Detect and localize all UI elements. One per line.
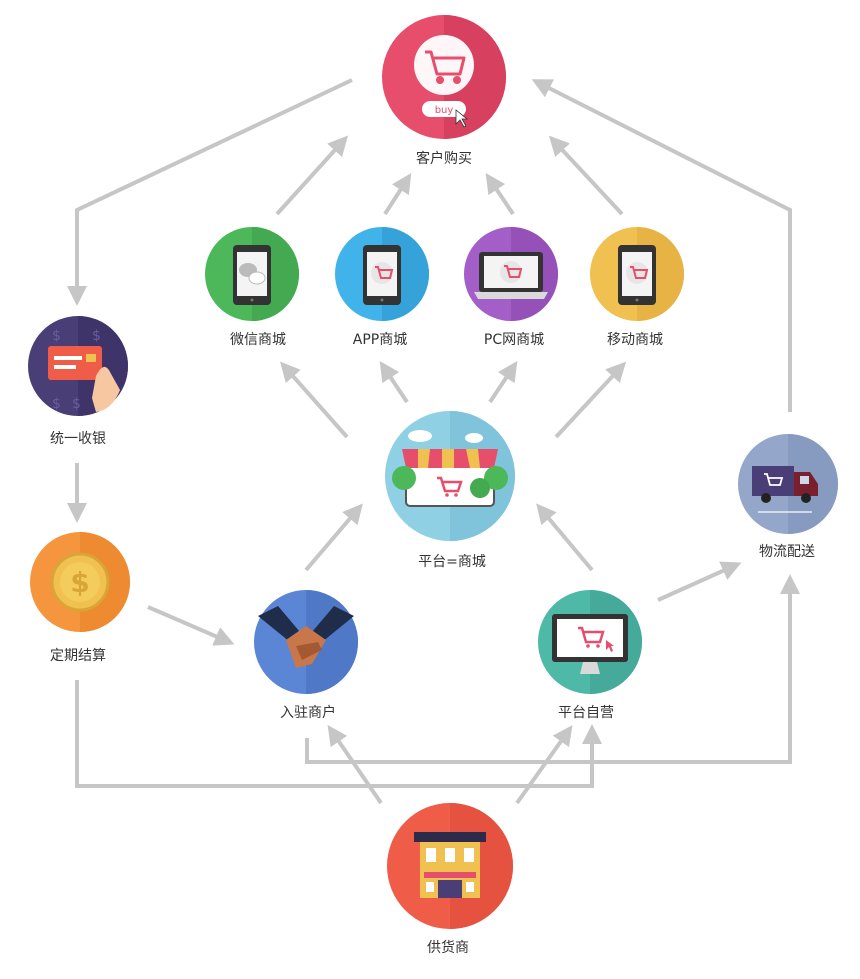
building-icon xyxy=(414,832,486,898)
dollar-pattern: $ $ $ $ xyxy=(52,328,101,412)
arrow-self-to-logistics xyxy=(657,561,742,602)
mobile-mall-label: 移动商城 xyxy=(607,332,663,348)
arrow-wechat-to-customer xyxy=(275,135,349,216)
cursor-icon xyxy=(455,109,469,128)
supplier-label: 供货商 xyxy=(427,939,469,956)
handshake-icon xyxy=(258,606,354,668)
node-pc-mall: PC网商城 xyxy=(464,227,558,348)
settlement-label: 定期结算 xyxy=(50,648,106,664)
wechat-phone-icon xyxy=(233,245,271,305)
buy-button xyxy=(422,101,466,117)
laptop-icon xyxy=(474,252,548,299)
svg-text:$: $ xyxy=(92,328,101,344)
platform-mall-label: 平台=商城 xyxy=(418,554,486,570)
shopping-cart-icon xyxy=(425,50,466,84)
node-logistics: 物流配送 xyxy=(738,434,838,560)
wechat-mall-label: 微信商城 xyxy=(230,332,286,348)
node-self-operated: 平台自营 xyxy=(538,590,642,721)
svg-text:$: $ xyxy=(52,396,61,412)
buy-button-label: buy xyxy=(435,105,454,116)
arrow-app-to-customer xyxy=(383,172,412,216)
storefront-icon xyxy=(392,430,508,507)
credit-card-icon xyxy=(48,346,120,412)
app-mall-label: APP商城 xyxy=(353,332,407,348)
node-settlement: $ 定期结算 xyxy=(30,532,130,664)
arrow-platform-to-mobile xyxy=(554,361,627,439)
cursor-small-icon xyxy=(606,640,614,652)
svg-text:$: $ xyxy=(52,328,61,344)
merchants-label: 入驻商户 xyxy=(280,704,336,721)
node-merchants: 入驻商户 xyxy=(254,590,358,721)
arrow-merchants-to-platform xyxy=(304,503,363,572)
arrow-settlement-to-merchants xyxy=(147,605,235,646)
node-customer-purchase: buy 客户购买 xyxy=(382,15,506,167)
connectors xyxy=(67,78,800,805)
svg-text:$: $ xyxy=(70,566,89,599)
arrow-mobile-to-customer xyxy=(548,135,624,216)
customer-purchase-label: 客户购买 xyxy=(416,150,472,167)
pc-mall-label: PC网商城 xyxy=(484,332,544,348)
coin-icon: $ xyxy=(50,552,110,612)
arrow-platform-to-pc xyxy=(488,361,518,404)
arrow-platform-to-wechat xyxy=(280,361,349,439)
arrow-pc-to-customer xyxy=(485,173,515,216)
arrow-self-to-platform xyxy=(536,503,594,572)
app-phone-icon xyxy=(363,245,401,305)
node-supplier: 供货商 xyxy=(387,803,513,956)
unified-checkout-label: 统一收银 xyxy=(50,431,106,447)
delivery-truck-icon xyxy=(752,466,818,513)
logistics-label: 物流配送 xyxy=(759,544,815,560)
arrow-customer-to-checkout xyxy=(67,78,353,306)
svg-text:$: $ xyxy=(72,396,81,412)
arrow-merchants-to-logistics xyxy=(305,574,800,764)
arrow-logistics-to-customer xyxy=(531,79,792,412)
monitor-icon xyxy=(552,614,628,674)
arrow-supplier-to-merchants xyxy=(327,725,383,805)
cart-badge xyxy=(414,35,474,95)
node-mobile-mall: 移动商城 xyxy=(590,227,684,348)
self-operated-label: 平台自营 xyxy=(558,705,614,721)
arrow-supplier-to-self xyxy=(515,725,573,805)
node-wechat-mall: 微信商城 xyxy=(205,227,299,348)
mobile-phone-icon xyxy=(618,245,656,305)
node-platform-mall: 平台=商城 xyxy=(385,411,515,570)
node-unified-checkout: $ $ $ $ 统一收银 xyxy=(28,316,128,447)
arrow-platform-to-app xyxy=(379,361,409,404)
node-app-mall: APP商城 xyxy=(335,227,429,348)
arrow-settlement-to-self xyxy=(75,680,602,788)
